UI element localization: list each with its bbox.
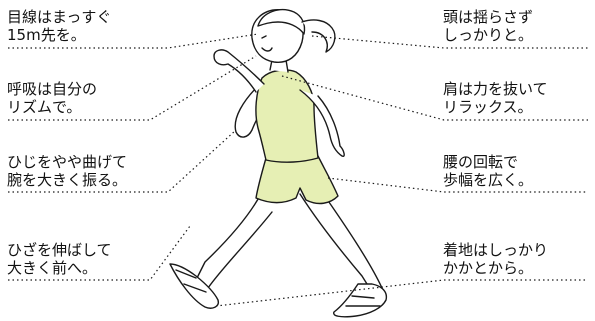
annotation-shoulder-line2: リラックス。 (443, 98, 533, 116)
annotation-knee-line2: 大きく前へ。 (7, 259, 98, 277)
annotation-landing-line2: かかとから。 (443, 259, 534, 277)
ponytail (301, 19, 336, 53)
annotation-breath-line2: リズムで。 (7, 98, 82, 116)
annotation-shoulder-line1: 肩は力を抜いて (443, 80, 548, 98)
hair (257, 8, 306, 35)
annotation-knee: ひざを伸ばして 大きく前へ。 (7, 241, 112, 277)
annotation-gaze: 目線はまっすぐ 15m先を。 (7, 8, 111, 44)
annotation-waist-line2: 歩幅を広く。 (443, 171, 534, 189)
leader-waist (327, 177, 588, 193)
annotation-head-line1: 頭は揺らさず (443, 8, 534, 26)
leader-shoulder (281, 75, 588, 121)
back-shoe (169, 263, 219, 309)
annotation-gaze-line2: 15m先を。 (7, 26, 86, 44)
shorts (255, 155, 339, 205)
annotation-gaze-line1: 目線はまっすぐ (7, 8, 112, 26)
annotation-elbow-line2: 腕を大きく振る。 (7, 171, 128, 189)
leader-elbow (8, 129, 237, 193)
front-shoe (333, 283, 388, 318)
leader-head (311, 35, 588, 49)
annotation-waist-line1: 腰の回転で (443, 153, 519, 171)
annotation-elbow-line1: ひじをやや曲げて (7, 153, 128, 171)
annotation-landing: 着地はしっかり かかとから。 (443, 241, 548, 277)
leader-knee (8, 225, 191, 281)
annotation-head-line2: しっかりと。 (443, 26, 534, 44)
annotation-shoulder: 肩は力を抜いて リラックス。 (443, 80, 548, 116)
shirt (255, 69, 319, 163)
leader-landing (215, 279, 588, 307)
annotation-landing-line1: 着地はしっかり (443, 241, 549, 259)
front-arm (299, 89, 345, 158)
leader-gaze (8, 33, 259, 49)
leader-breath (8, 55, 257, 121)
annotation-head: 頭は揺らさず しっかりと。 (443, 8, 533, 44)
raised-arm (213, 49, 265, 93)
annotation-breath: 呼吸は自分の リズムで。 (7, 80, 97, 116)
annotation-breath-line1: 呼吸は自分の (7, 80, 98, 98)
annotation-elbow: ひじをやや曲げて 腕を大きく振る。 (7, 153, 127, 189)
annotation-waist: 腰の回転で 歩幅を広く。 (443, 153, 533, 189)
annotation-knee-line1: ひざを伸ばして (7, 241, 112, 259)
